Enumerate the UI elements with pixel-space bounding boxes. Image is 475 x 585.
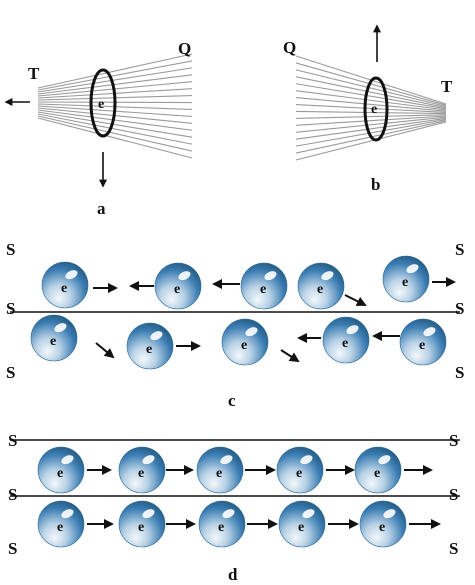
fiber-line bbox=[295, 90, 447, 111]
side-label-d-ml: S bbox=[8, 485, 17, 504]
side-label-d-br: S bbox=[449, 539, 458, 558]
side-label-c-tl: S bbox=[6, 240, 15, 259]
panel-b: e Q T b bbox=[283, 24, 453, 194]
electron-sphere: e bbox=[154, 262, 202, 310]
caption-a: a bbox=[97, 199, 106, 218]
electron-label: e bbox=[138, 466, 144, 481]
fiber-line bbox=[295, 110, 447, 115]
electron-row-d: e e e e e e e e e e bbox=[37, 446, 441, 548]
electron-sphere: e bbox=[276, 446, 324, 494]
fiber-line bbox=[295, 121, 447, 161]
label-t-b: T bbox=[441, 77, 453, 96]
motion-arrow bbox=[95, 342, 115, 359]
panel-a: e T Q a bbox=[4, 39, 193, 218]
fiber-line bbox=[295, 117, 447, 140]
fiber-line bbox=[295, 119, 447, 147]
side-label-c-tr: S bbox=[455, 240, 464, 259]
electron-row-c: e e e e e e e e e e bbox=[30, 255, 456, 370]
label-q-a: Q bbox=[178, 39, 191, 58]
fiber-line bbox=[37, 115, 193, 152]
electron-label: e bbox=[342, 336, 348, 351]
electron-label: e bbox=[374, 466, 380, 481]
electron-sphere: e bbox=[359, 500, 407, 548]
motion-arrow bbox=[280, 349, 300, 363]
electron-label: e bbox=[138, 520, 144, 535]
fiber-line bbox=[37, 113, 193, 145]
electron-sphere: e bbox=[118, 500, 166, 548]
electron-loop-a bbox=[89, 68, 117, 138]
fiber-line bbox=[295, 116, 447, 133]
panel-c: S S S S S S e e e e e e e e e e c bbox=[6, 240, 464, 410]
electron-sphere: e bbox=[322, 316, 370, 364]
electron-label: e bbox=[57, 520, 63, 535]
electron-sphere: e bbox=[221, 318, 269, 366]
fiber-line bbox=[37, 67, 193, 93]
electron-label: e bbox=[216, 466, 222, 481]
electron-label: e bbox=[379, 520, 385, 535]
fiber-line bbox=[37, 111, 193, 138]
electron-label: e bbox=[174, 282, 180, 297]
electron-sphere: e bbox=[30, 314, 78, 362]
fiber-line bbox=[37, 53, 193, 89]
fiber-line bbox=[295, 115, 447, 126]
fiber-line bbox=[37, 109, 193, 131]
label-t-a: T bbox=[28, 64, 40, 83]
fiber-line bbox=[295, 76, 447, 109]
electron-sphere: e bbox=[118, 446, 166, 494]
fiber-line bbox=[295, 97, 447, 112]
electron-label-b: e bbox=[371, 102, 377, 117]
caption-d: d bbox=[228, 565, 238, 584]
fiber-bundle-b bbox=[295, 55, 447, 161]
side-label-c-ml: S bbox=[6, 299, 15, 318]
label-q-b: Q bbox=[283, 38, 296, 57]
electron-sphere: e bbox=[126, 322, 174, 370]
caption-b: b bbox=[371, 175, 380, 194]
electron-sphere: e bbox=[37, 500, 85, 548]
electron-sphere: e bbox=[198, 500, 246, 548]
side-label-d-tl: S bbox=[8, 431, 17, 450]
electron-loop-b bbox=[363, 76, 389, 142]
electron-label: e bbox=[218, 520, 224, 535]
fiber-line bbox=[37, 60, 193, 91]
side-label-d-mr: S bbox=[449, 485, 458, 504]
motion-arrow bbox=[344, 294, 367, 306]
electron-sphere: e bbox=[354, 446, 402, 494]
side-label-c-br: S bbox=[455, 363, 464, 382]
side-label-c-bl: S bbox=[6, 363, 15, 382]
electron-label: e bbox=[298, 520, 304, 535]
electron-sphere: e bbox=[382, 255, 430, 303]
fiber-line bbox=[295, 83, 447, 110]
fiber-line bbox=[37, 117, 193, 159]
fiber-line bbox=[295, 69, 447, 107]
electron-sphere: e bbox=[196, 446, 244, 494]
fiber-line bbox=[295, 114, 447, 119]
electron-label-a: e bbox=[98, 97, 104, 112]
fiber-line bbox=[37, 74, 193, 95]
electron-label: e bbox=[260, 282, 266, 297]
electron-sphere: e bbox=[399, 318, 447, 366]
electron-label: e bbox=[402, 275, 408, 290]
electron-sphere: e bbox=[297, 262, 345, 310]
fiber-line bbox=[295, 103, 447, 113]
electron-label: e bbox=[57, 466, 63, 481]
panel-d: S S S S S S e e e e e e e e e e d bbox=[8, 431, 460, 584]
side-label-d-tr: S bbox=[449, 431, 458, 450]
electron-sphere: e bbox=[240, 262, 288, 310]
electron-sphere: e bbox=[37, 446, 85, 494]
electron-sphere: e bbox=[41, 261, 89, 309]
electron-label: e bbox=[317, 282, 323, 297]
electron-label: e bbox=[61, 281, 67, 296]
electron-sphere: e bbox=[278, 500, 326, 548]
electron-label: e bbox=[419, 338, 425, 353]
caption-c: c bbox=[228, 391, 236, 410]
side-label-d-bl: S bbox=[8, 539, 17, 558]
side-label-c-mr: S bbox=[455, 299, 464, 318]
electron-label: e bbox=[50, 334, 56, 349]
electron-label: e bbox=[296, 466, 302, 481]
electron-label: e bbox=[146, 342, 152, 357]
electron-label: e bbox=[241, 338, 247, 353]
